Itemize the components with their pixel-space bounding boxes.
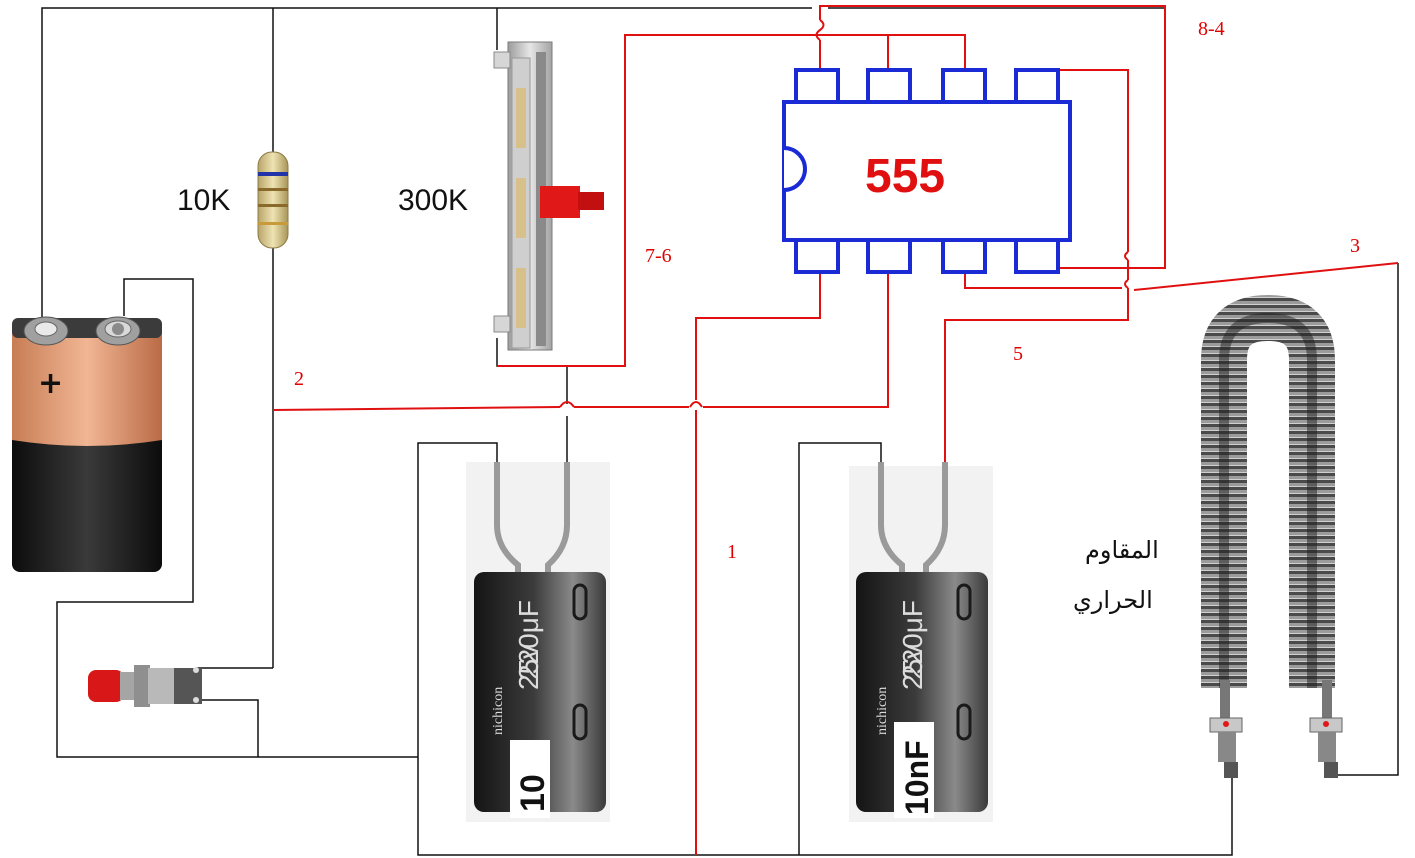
resistor-label: 10K <box>177 184 230 217</box>
ic-pin-6 <box>941 68 987 104</box>
ground-wires <box>41 7 1399 856</box>
ic-pin-2 <box>866 238 912 274</box>
ic-555 <box>782 68 1072 274</box>
ic-pin-7 <box>866 68 912 104</box>
capacitor-2-print-capacity: 220μF <box>897 600 928 680</box>
capacitor-print-voltage: 25v <box>513 645 544 690</box>
battery-terminal-neg <box>23 316 69 346</box>
capacitor-brand: nichicon <box>491 687 506 735</box>
capacitor-print-capacity: 220μF <box>513 600 544 680</box>
potentiometer-300k <box>493 41 604 351</box>
ic-pin-3 <box>941 238 987 274</box>
battery-plus-sign: + <box>38 366 63 401</box>
ic-label: 555 <box>865 150 945 203</box>
heater-terminal-left <box>1209 680 1243 778</box>
capacitor-10nf: 25v 220μF nichicon 10nF <box>849 462 993 822</box>
thermistor-label-line2: الحراري <box>1073 586 1153 614</box>
capacitor-10: nichicon 25v 220μF 10 <box>466 462 610 822</box>
capacitor-2-value: 10nF <box>899 740 935 815</box>
ic-pin-4 <box>1014 238 1060 274</box>
capacitor-1-value: 10 <box>514 774 552 812</box>
pin-label-3: 3 <box>1350 235 1360 257</box>
heating-element <box>1201 294 1343 778</box>
ic-pin-8 <box>794 68 840 104</box>
battery: + <box>12 316 162 572</box>
capacitor-2-brand: nichicon <box>875 687 890 735</box>
pin-label-5: 5 <box>1013 343 1023 365</box>
push-button[interactable] <box>88 665 202 707</box>
pin-label-2: 2 <box>294 368 304 390</box>
pin-label-8-4: 8-4 <box>1198 18 1225 40</box>
resistor-10k <box>257 151 289 249</box>
heater-terminal-right <box>1309 680 1343 778</box>
thermistor-label-line1: المقاوم <box>1085 536 1159 564</box>
ic-pin-5 <box>1014 68 1060 104</box>
battery-terminal-pos <box>95 316 141 346</box>
signal-wires <box>272 5 1399 855</box>
ic-pin-1 <box>794 238 840 274</box>
potentiometer-label: 300K <box>398 184 468 217</box>
pin-label-7-6: 7-6 <box>645 245 672 267</box>
slider-knob[interactable] <box>540 186 604 218</box>
capacitor-2-print-voltage: 25v <box>897 645 928 690</box>
pin-label-1: 1 <box>727 541 737 563</box>
